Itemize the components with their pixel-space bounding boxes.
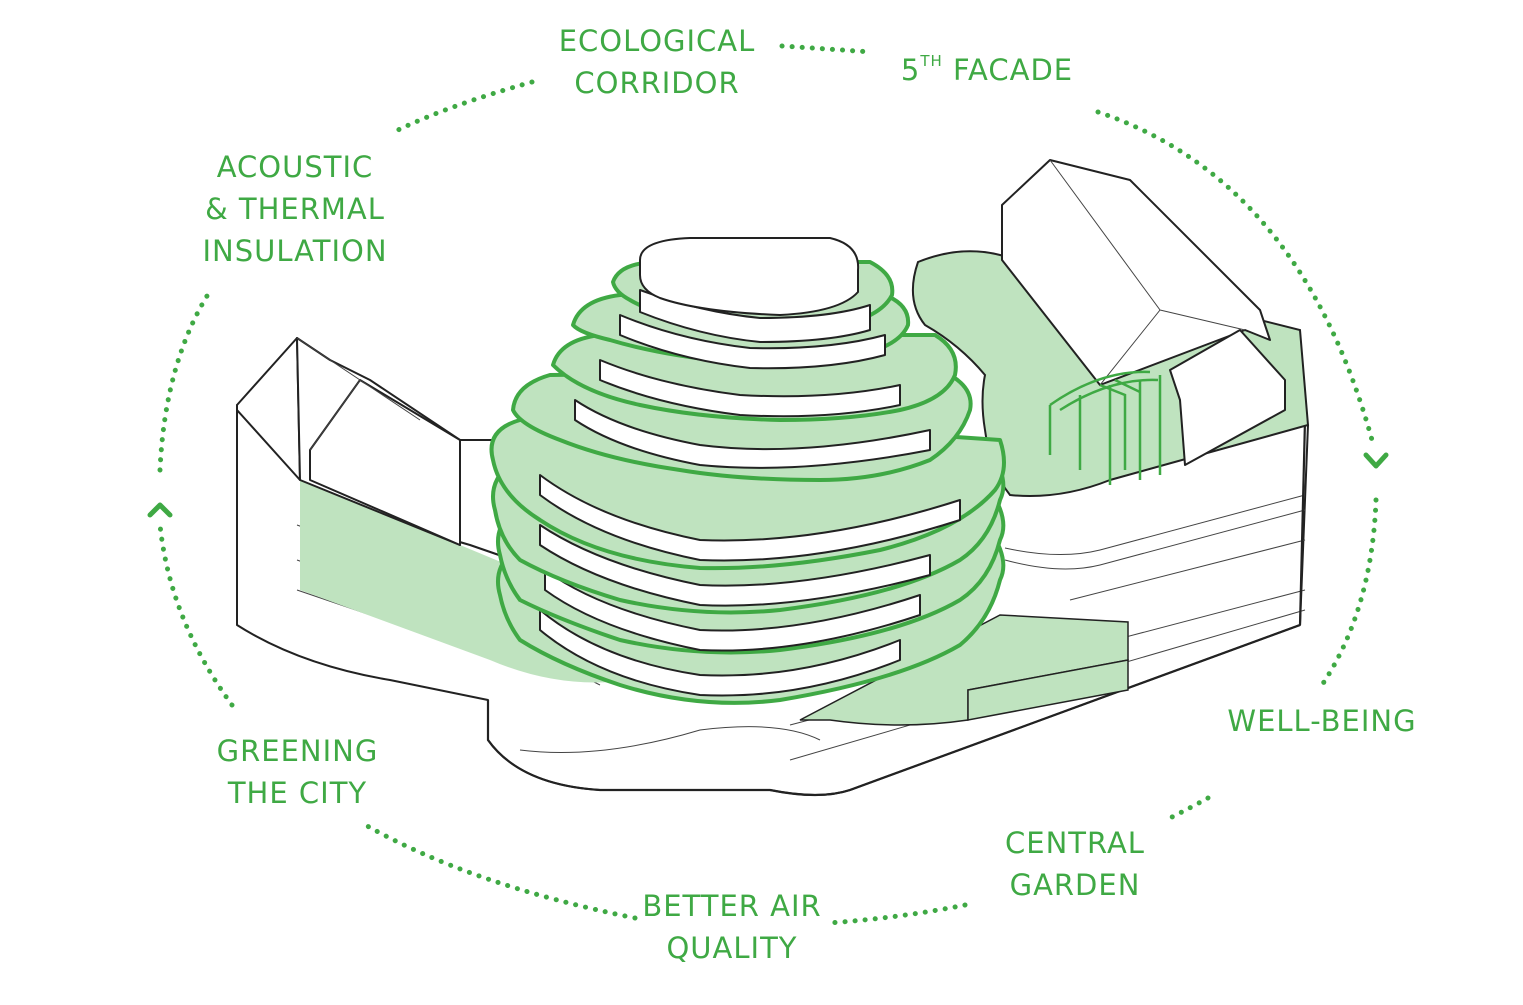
label-better-air: BETTER AIR QUALITY — [632, 885, 832, 969]
building-drawing — [236, 159, 1310, 797]
right-house-annex — [1169, 329, 1286, 466]
right-house — [911, 159, 1310, 497]
tier-5-wall — [574, 399, 931, 469]
dotted-arc-top-left — [395, 79, 535, 133]
right-house-ridge — [1049, 159, 1246, 386]
podium-right-edge — [1298, 419, 1307, 626]
dotted-arc-bottom-left — [359, 820, 638, 921]
label-greening-city: GREENING THE CITY — [205, 730, 390, 814]
label-fifth-facade: 5TH FACADE — [892, 40, 1082, 91]
podium-floor-line-5 — [1004, 494, 1306, 555]
label-fifth-facade-text: 5TH FACADE — [892, 40, 1082, 91]
label-better-air-line2: QUALITY — [666, 931, 798, 965]
label-acoustic-line3: INSULATION — [202, 234, 388, 268]
tier-6-wall — [599, 359, 901, 418]
tier-2-wall — [544, 569, 921, 652]
arrowhead-right-icon — [1363, 452, 1389, 469]
label-acoustic-line2: & THERMAL — [205, 192, 385, 226]
podium-floor-line-7 — [1069, 539, 1306, 601]
arrowhead-left-icon — [147, 502, 173, 518]
tower-crown — [639, 237, 860, 316]
label-better-air-line1: BETTER AIR — [642, 889, 822, 923]
dotted-arc-bottom — [825, 902, 968, 926]
tier-3-wall — [539, 524, 931, 607]
label-greening-line1: GREENING — [216, 734, 379, 768]
label-ecological-corridor-line2: CORRIDOR — [574, 66, 740, 100]
tier-7-wall — [619, 314, 886, 370]
label-fifth-facade-base: 5 — [900, 53, 921, 87]
dotted-arc-top-right — [1095, 109, 1375, 443]
cycle-arrows — [147, 43, 1389, 926]
label-central-garden-line2: GARDEN — [1009, 868, 1141, 902]
label-fifth-facade-rest: FACADE — [942, 53, 1074, 87]
dotted-arc-bottom-right — [1167, 795, 1211, 821]
podium-bottom-edge — [486, 623, 1301, 797]
central-garden-strip — [967, 659, 1129, 721]
pergola — [1048, 370, 1162, 485]
label-acoustic-line1: ACOUSTIC — [216, 150, 374, 184]
dotted-arc-left-upper — [157, 285, 215, 473]
stepped-tower — [489, 237, 1006, 705]
tier-4-wall — [539, 474, 961, 562]
label-ecological-corridor: ECOLOGICAL CORRIDOR — [548, 20, 766, 104]
right-house-body — [1001, 159, 1271, 386]
label-central-garden-line1: CENTRAL — [1005, 826, 1145, 860]
tier-8-wall — [639, 289, 871, 343]
label-well-being-line1: WELL-BEING — [1227, 704, 1417, 738]
label-ecological-corridor-line1: ECOLOGICAL — [558, 24, 756, 58]
label-well-being: WELL-BEING — [1222, 700, 1422, 742]
dotted-arc-top — [779, 43, 875, 55]
label-central-garden: CENTRAL GARDEN — [995, 822, 1155, 906]
label-fifth-facade-sup: TH — [920, 52, 943, 70]
tier-1-wall — [539, 609, 901, 697]
podium-lower-curve — [519, 726, 821, 753]
label-greening-line2: THE CITY — [227, 776, 368, 810]
podium-floor-line-6 — [1004, 509, 1306, 570]
label-acoustic-thermal: ACOUSTIC & THERMAL INSULATION — [195, 146, 395, 272]
left-house-ridge — [296, 337, 421, 451]
dotted-arc-left-lower — [157, 522, 235, 708]
dotted-arc-right — [1319, 497, 1379, 688]
left-house — [236, 337, 461, 546]
